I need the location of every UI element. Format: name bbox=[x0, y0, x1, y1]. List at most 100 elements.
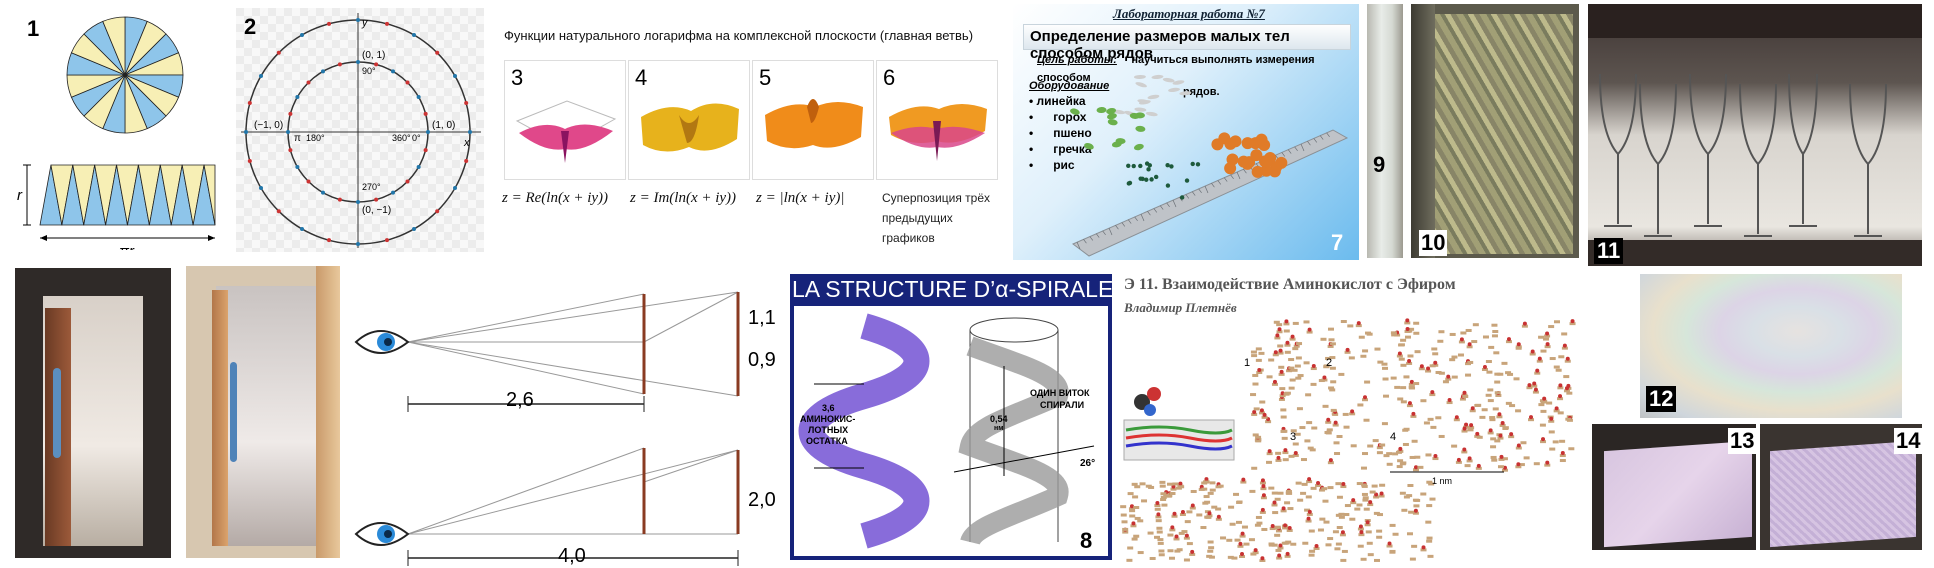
oxygen-atom bbox=[1462, 390, 1467, 395]
seed bbox=[1241, 137, 1254, 150]
molecule-bond bbox=[1376, 451, 1383, 455]
ruler-tick bbox=[1313, 138, 1318, 143]
molecule-bond bbox=[1183, 536, 1190, 540]
molecule-bond bbox=[1357, 544, 1364, 548]
molecule-bond bbox=[1528, 418, 1535, 422]
ruler-tick bbox=[1121, 222, 1126, 227]
angle-marker bbox=[405, 179, 410, 184]
oxygen-atom bbox=[1362, 395, 1367, 400]
oxygen-atom bbox=[1467, 456, 1472, 461]
molecule-bond bbox=[1280, 408, 1287, 412]
molecule-bond bbox=[1202, 501, 1209, 505]
molecule-bond bbox=[1362, 498, 1369, 502]
molecule-bond bbox=[1407, 354, 1414, 358]
molecule-bond bbox=[1251, 354, 1258, 358]
angle-marker bbox=[327, 21, 332, 26]
molecule-bond bbox=[1282, 458, 1289, 462]
formula-abs: z = |ln(x + iy)| bbox=[756, 190, 845, 206]
panel-13-screen-photo: 13 bbox=[1592, 424, 1756, 550]
molecule-bond bbox=[1383, 454, 1390, 458]
angle-marker bbox=[356, 18, 360, 22]
molecule-bond bbox=[1190, 489, 1197, 493]
oxygen-atom bbox=[1184, 533, 1189, 538]
molecule-bond bbox=[1397, 459, 1404, 463]
molecule-bond bbox=[1457, 353, 1464, 357]
molecule-bond bbox=[1414, 455, 1421, 459]
molecule-bond bbox=[1381, 422, 1388, 426]
molecule-bond bbox=[1538, 403, 1545, 407]
molecule-bond bbox=[1275, 458, 1282, 462]
molecule-bond bbox=[1386, 452, 1393, 456]
molecule-bond bbox=[1349, 517, 1356, 521]
oxygen-atom bbox=[1156, 512, 1161, 517]
molecule-bond bbox=[1489, 418, 1496, 422]
molecule-bond bbox=[1540, 440, 1547, 444]
ruler-tick bbox=[1089, 236, 1094, 241]
door-glass bbox=[53, 368, 61, 458]
molecule-bond bbox=[1427, 417, 1434, 421]
label-n3: 3 bbox=[1290, 431, 1296, 443]
molecule-bond bbox=[1299, 426, 1306, 430]
molecule-bond bbox=[1414, 350, 1421, 354]
plot-5: 5 bbox=[752, 60, 874, 180]
molecule-bond bbox=[1461, 429, 1468, 433]
ruler-tick bbox=[1281, 152, 1286, 157]
angle-marker bbox=[295, 165, 300, 169]
oxygen-atom bbox=[1405, 318, 1410, 323]
eye-icon bbox=[354, 522, 410, 546]
door-leaf bbox=[212, 290, 228, 546]
molecule-bond bbox=[1520, 441, 1527, 445]
angle-marker bbox=[276, 209, 281, 214]
molecule-bond bbox=[1365, 530, 1372, 534]
angle-marker bbox=[426, 130, 430, 134]
molecule-bond bbox=[1284, 343, 1291, 347]
oxygen-atom bbox=[1564, 386, 1569, 391]
molecule-bond bbox=[1251, 412, 1258, 416]
amino-ether-panel: Э 11. Взаимодействие Аминокислот с Эфиро… bbox=[1120, 270, 1582, 562]
oxygen-atom bbox=[1516, 342, 1521, 347]
oxygen-atom bbox=[1333, 420, 1338, 425]
molecule-bond bbox=[1292, 442, 1299, 446]
molecule-bond bbox=[1133, 534, 1140, 538]
oxygen-atom bbox=[1558, 394, 1563, 399]
oxygen-atom bbox=[1532, 381, 1537, 386]
wine-glass bbox=[1599, 73, 1637, 227]
ruler-tick bbox=[1204, 185, 1209, 194]
molecule-bond bbox=[1515, 409, 1522, 413]
molecule-bond bbox=[1287, 507, 1294, 511]
molecule-bond bbox=[1327, 486, 1334, 490]
panel-number: 14 bbox=[1894, 428, 1922, 454]
molecule-bond bbox=[1300, 491, 1307, 495]
molecule-bond bbox=[1154, 535, 1161, 539]
molecule-bond bbox=[1544, 463, 1551, 467]
molecule-bond bbox=[1540, 400, 1547, 404]
ruler-tick bbox=[1236, 171, 1241, 180]
molecule-bond bbox=[1431, 347, 1438, 351]
molecule-lattice: 1 nm 1 2 3 4 bbox=[1120, 318, 1576, 562]
molecule-bond bbox=[1289, 378, 1296, 382]
angle-marker bbox=[384, 21, 389, 26]
oxygen-atom bbox=[1341, 482, 1346, 487]
seed bbox=[1126, 181, 1132, 186]
label-360: 360° bbox=[392, 133, 411, 143]
molecule-bond bbox=[1167, 549, 1174, 553]
ruler-tick bbox=[1108, 227, 1113, 236]
molecule-bond bbox=[1505, 401, 1512, 405]
oxygen-atom bbox=[1414, 465, 1419, 470]
molecule-bond bbox=[1559, 459, 1566, 463]
molecule-bond bbox=[1401, 508, 1408, 512]
oxygen-atom bbox=[1260, 478, 1265, 483]
angle-marker bbox=[435, 209, 440, 214]
atom-model bbox=[1144, 404, 1156, 416]
ruler-tick bbox=[1159, 205, 1164, 210]
molecule-bond bbox=[1284, 350, 1291, 354]
oxygen-atom bbox=[1454, 415, 1459, 420]
molecule-bond bbox=[1196, 513, 1203, 517]
equip-item: • гречка bbox=[1029, 142, 1092, 156]
molecule-bond bbox=[1339, 533, 1346, 537]
oxygen-atom bbox=[1516, 443, 1521, 448]
molecule-bond bbox=[1498, 457, 1505, 461]
molecule-bond bbox=[1167, 533, 1174, 537]
molecule-bond bbox=[1273, 320, 1280, 324]
molecule-bond bbox=[1208, 555, 1215, 559]
